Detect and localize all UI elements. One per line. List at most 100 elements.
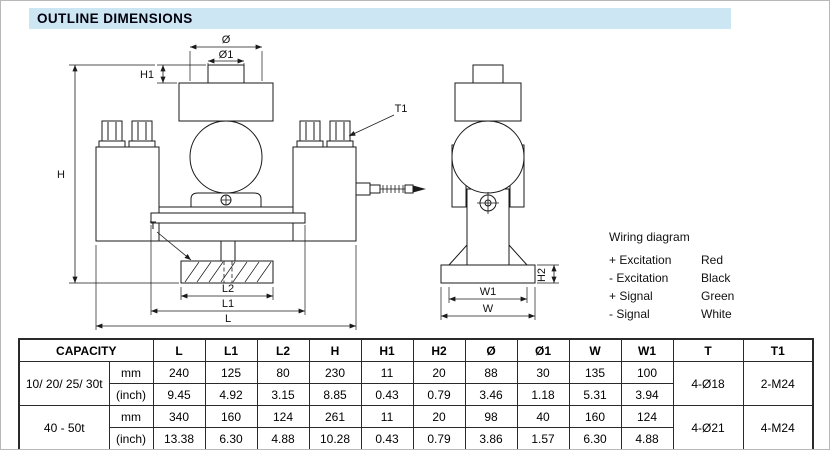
table-cell: 1.18 bbox=[516, 383, 570, 406]
wiring-signal-label: + Excitation bbox=[609, 253, 672, 267]
table-cell: 30 bbox=[516, 361, 570, 384]
table-cell: 261 bbox=[308, 405, 362, 428]
dimension-labels: Ø Ø1 H1 H T T1 L2 L1 L H2 W1 W bbox=[57, 34, 548, 325]
table-cell: 88 bbox=[464, 361, 518, 384]
table-cell: 0.43 bbox=[360, 427, 414, 449]
dim-label-h: H bbox=[57, 169, 65, 181]
side-view-dimensions bbox=[440, 264, 559, 320]
table-cell: 0.43 bbox=[360, 383, 414, 406]
dim-label-h2: H2 bbox=[536, 268, 548, 282]
table-row: (inch) 13.38 6.30 4.88 10.28 0.43 0.79 3… bbox=[19, 427, 813, 449]
col-header-l2: L2 bbox=[256, 338, 310, 362]
table-cell: 10.28 bbox=[308, 427, 362, 449]
col-header-l: L bbox=[152, 338, 206, 362]
dim-label-h1: H1 bbox=[140, 69, 154, 81]
table-cell: 340 bbox=[152, 405, 206, 428]
outline-drawing: Ø Ø1 H1 H T T1 L2 L1 L H2 W1 W bbox=[1, 27, 829, 339]
page-title: OUTLINE DIMENSIONS bbox=[37, 11, 193, 26]
table-cell: 80 bbox=[256, 361, 310, 384]
wiring-row: - Excitation Black bbox=[609, 271, 759, 285]
col-header-h: H bbox=[308, 338, 362, 362]
table-cell: 3.86 bbox=[464, 427, 518, 449]
table-cell: 160 bbox=[204, 405, 258, 428]
wiring-color-label: Black bbox=[701, 271, 731, 285]
table-cell: 125 bbox=[204, 361, 258, 384]
table-cell: 20 bbox=[412, 361, 466, 384]
table-cell: 3.15 bbox=[256, 383, 310, 406]
table-cell: 240 bbox=[152, 361, 206, 384]
table-cell: 124 bbox=[620, 405, 674, 428]
table-cell: 98 bbox=[464, 405, 518, 428]
col-header-h1: H1 bbox=[360, 338, 414, 362]
table-cell-t: 4-Ø18 bbox=[672, 361, 744, 406]
wiring-row: + Signal Green bbox=[609, 289, 759, 303]
dim-label-t1: T1 bbox=[395, 103, 408, 115]
capacity-header: CAPACITY bbox=[18, 338, 154, 362]
col-header-t: T bbox=[672, 338, 744, 362]
front-view bbox=[95, 64, 426, 284]
table-cell: 135 bbox=[568, 361, 622, 384]
wiring-signal-label: - Signal bbox=[609, 307, 650, 321]
table-cell: 20 bbox=[412, 405, 466, 428]
dim-label-l1: L1 bbox=[222, 298, 234, 310]
wiring-diagram: Wiring diagram + Excitation Red - Excita… bbox=[609, 230, 759, 325]
cable-connector bbox=[355, 182, 426, 196]
dim-label-t: T bbox=[150, 220, 157, 232]
side-view bbox=[440, 64, 536, 284]
wiring-title: Wiring diagram bbox=[609, 230, 690, 244]
table-cell: 124 bbox=[256, 405, 310, 428]
table-row: (inch) 9.45 4.92 3.15 8.85 0.43 0.79 3.4… bbox=[19, 383, 813, 406]
table-cell: 6.30 bbox=[568, 427, 622, 449]
unit-cell: (inch) bbox=[108, 427, 154, 449]
front-view-dimensions bbox=[69, 44, 395, 330]
table-cell: 100 bbox=[620, 361, 674, 384]
table-cell: 230 bbox=[308, 361, 362, 384]
table-row: 40 - 50t mm 340 160 124 261 11 20 98 40 … bbox=[18, 405, 814, 449]
table-cell: 0.79 bbox=[412, 383, 466, 406]
table-cell: 4.88 bbox=[620, 427, 674, 449]
wiring-row: - Signal White bbox=[609, 307, 759, 321]
table-cell: 5.31 bbox=[568, 383, 622, 406]
col-header-l1: L1 bbox=[204, 338, 258, 362]
table-header-row: CAPACITY L L1 L2 H H1 H2 Ø Ø1 W W1 T T1 bbox=[18, 338, 814, 362]
wiring-signal-label: - Excitation bbox=[609, 271, 669, 285]
page-title-bar: OUTLINE DIMENSIONS bbox=[29, 8, 731, 29]
unit-cell: mm bbox=[108, 361, 154, 384]
table-cell: 13.38 bbox=[152, 427, 206, 449]
table-row: 10/ 20/ 25/ 30t mm 240 125 80 230 11 20 … bbox=[18, 361, 814, 406]
wiring-color-label: White bbox=[701, 307, 732, 321]
table-cell: 3.46 bbox=[464, 383, 518, 406]
wiring-row: + Excitation Red bbox=[609, 253, 759, 267]
outline-drawing-svg: Ø Ø1 H1 H T T1 L2 L1 L H2 W1 W bbox=[57, 34, 559, 330]
table-cell: 4.92 bbox=[204, 383, 258, 406]
col-header-dia1: Ø1 bbox=[516, 338, 570, 362]
capacity-cell: 40 - 50t bbox=[18, 405, 110, 449]
table-cell: 3.94 bbox=[620, 383, 674, 406]
table-cell: 160 bbox=[568, 405, 622, 428]
table-cell: 4.88 bbox=[256, 427, 310, 449]
table-cell: 9.45 bbox=[152, 383, 206, 406]
col-header-w: W bbox=[568, 338, 622, 362]
col-header-dia: Ø bbox=[464, 338, 518, 362]
dim-label-l2: L2 bbox=[222, 283, 234, 295]
dimensions-table: CAPACITY L L1 L2 H H1 H2 Ø Ø1 W W1 T T1 … bbox=[18, 338, 815, 449]
table-cell-t1: 2-M24 bbox=[742, 361, 814, 406]
dim-label-dia: Ø bbox=[222, 34, 231, 46]
dim-label-dia1: Ø1 bbox=[219, 49, 234, 61]
dim-label-l: L bbox=[225, 313, 231, 325]
dim-label-w: W bbox=[483, 303, 494, 315]
table-cell-t1: 4-M24 bbox=[742, 405, 814, 449]
mounting-bolts bbox=[98, 120, 354, 148]
table-cell-t: 4-Ø21 bbox=[672, 405, 744, 449]
col-header-h2: H2 bbox=[412, 338, 466, 362]
col-header-w1: W1 bbox=[620, 338, 674, 362]
wiring-color-label: Green bbox=[701, 289, 735, 303]
table-cell: 0.79 bbox=[412, 427, 466, 449]
table-cell: 11 bbox=[360, 405, 414, 428]
wiring-signal-label: + Signal bbox=[609, 289, 653, 303]
table-cell: 6.30 bbox=[204, 427, 258, 449]
wiring-color-label: Red bbox=[701, 253, 724, 267]
dim-label-w1: W1 bbox=[480, 286, 497, 298]
unit-cell: mm bbox=[108, 405, 154, 428]
